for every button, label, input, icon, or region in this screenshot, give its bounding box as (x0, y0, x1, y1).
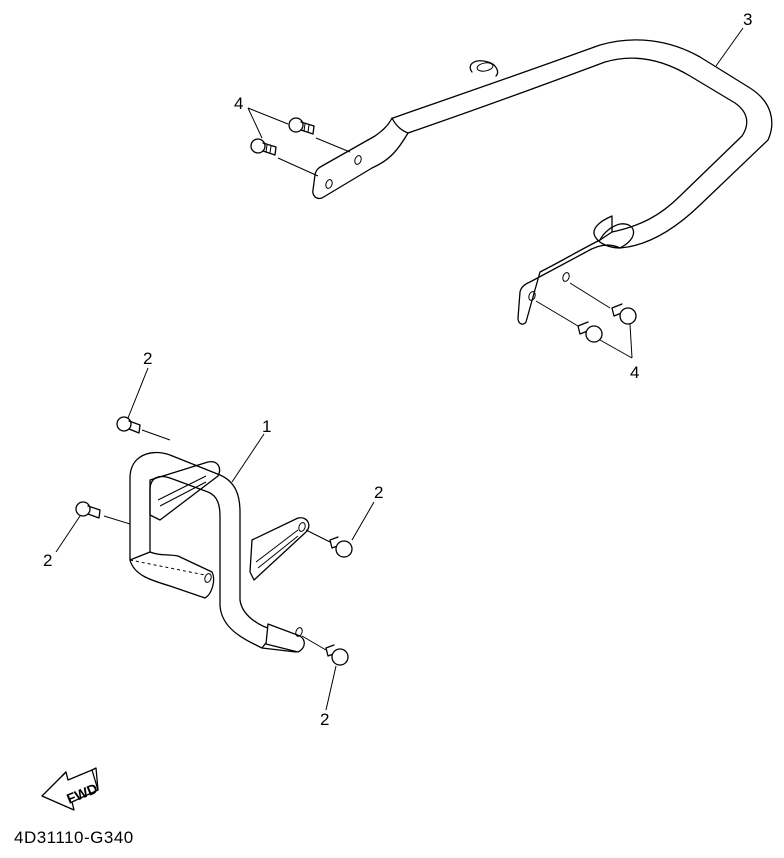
callout-2-bottom: 2 (320, 710, 330, 729)
callout-1: 1 (262, 417, 272, 436)
callout-4-lower: 4 (630, 363, 640, 382)
leader-2c (351, 501, 375, 541)
callout-4-upper: 4 (234, 94, 244, 113)
leader-4b (599, 323, 633, 359)
bolt-2-right[interactable] (329, 536, 353, 558)
bolt-4-lower-a[interactable] (611, 303, 637, 325)
bolt-alignment-lines-upper (277, 137, 351, 177)
callout-3: 3 (743, 10, 753, 29)
callout-2-left: 2 (43, 551, 53, 570)
leader-1 (231, 433, 265, 483)
bolt-4-lower-b[interactable] (577, 321, 603, 343)
bolt-2-bottom[interactable] (325, 644, 349, 666)
diagram-code: 4D31110-G340 (14, 828, 134, 847)
callout-2-upper-left: 2 (143, 349, 153, 368)
leader-2a (127, 367, 149, 419)
bolt-4-upper-b[interactable] (250, 138, 277, 156)
leader-2d (325, 665, 337, 711)
forward-arrow-icon: FWD (41, 767, 100, 811)
leader-4a (247, 107, 289, 139)
part-1-front-guard[interactable] (129, 451, 310, 653)
bolt-2-left[interactable] (75, 501, 101, 519)
bolt-2-upper-left[interactable] (116, 416, 141, 434)
bolt-alignment-lines-lower (535, 282, 611, 327)
leader-3 (715, 27, 744, 67)
part-3-rear-bar[interactable] (312, 39, 773, 325)
bolt-4-upper-a[interactable] (288, 117, 315, 135)
callout-2-right: 2 (374, 483, 384, 502)
leader-2b (55, 515, 81, 553)
bolt-alignment-lines-front (103, 429, 331, 651)
